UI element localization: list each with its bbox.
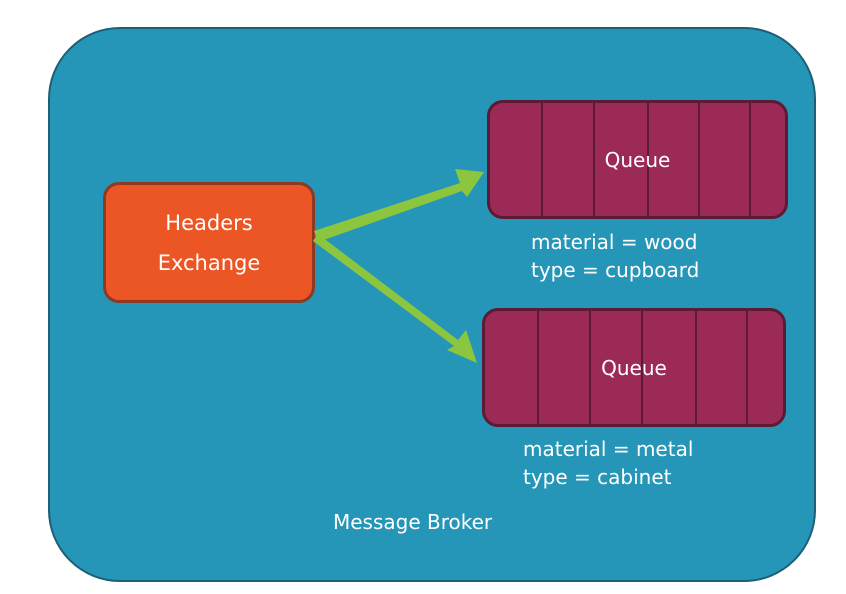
queue-1-header-material: material = wood [531,230,698,254]
queue-slot-divider [541,103,543,216]
queue-1: Queue [487,100,788,219]
queue-slot-divider [749,103,751,216]
arrow-to-queue-2 [313,234,477,363]
queue-slot-divider [647,103,649,216]
queue-slot-divider [537,311,539,424]
exchange-label-line1: Headers [165,210,253,235]
headers-exchange-box: Headers Exchange [103,182,315,303]
queue-slot-divider [641,311,643,424]
queue-slot-divider [698,103,700,216]
exchange-label-line2: Exchange [157,250,261,275]
queue-1-label: Queue [604,147,671,172]
queue-2-header-type: type = cabinet [523,465,672,489]
queue-slot-divider [746,311,748,424]
queue-slot-divider [695,311,697,424]
queue-2-header-material: material = metal [523,437,694,461]
queue-1-binding-headers: material = wood type = cupboard [531,228,699,284]
arrow-to-queue-1 [314,169,484,242]
queue-2-binding-headers: material = metal type = cabinet [523,435,693,491]
queue-2-label: Queue [601,355,667,380]
queue-slot-divider [593,103,595,216]
queue-slot-divider [589,311,591,424]
queue-1-header-type: type = cupboard [531,258,700,282]
message-broker-label: Message Broker [333,510,493,534]
queue-2: Queue [482,308,786,427]
